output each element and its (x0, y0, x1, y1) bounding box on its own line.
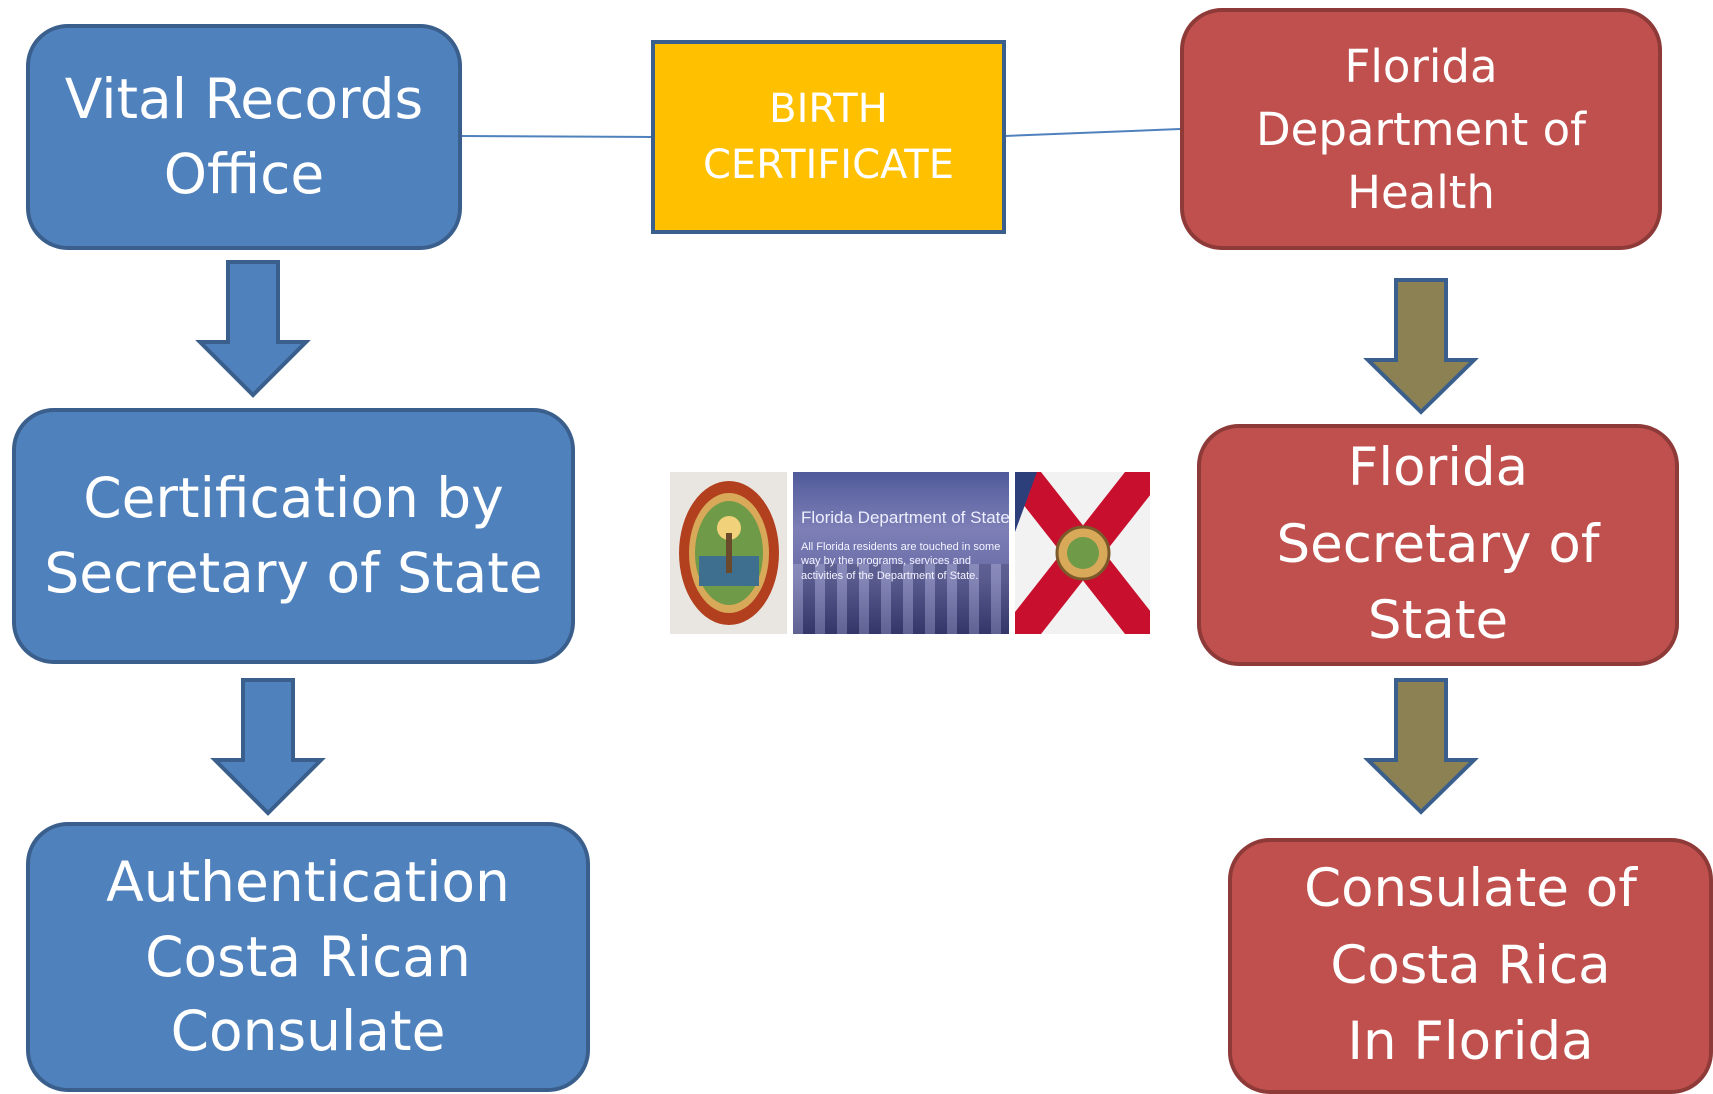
florida-department-of-state-banner: Florida Department of State All Florida … (670, 472, 1150, 634)
consulate-costa-rica-box: Consulate of Costa Rica In Florida (1228, 838, 1713, 1094)
certification-secretary-box: Certification by Secretary of State (12, 408, 575, 664)
florida-department-of-health-label: Florida Department of Health (1256, 39, 1586, 219)
connector-vital-to-certificate (461, 135, 653, 138)
authentication-consulate-label: Authentication Costa Rican Consulate (106, 849, 510, 1064)
certification-secretary-label: Certification by Secretary of State (44, 466, 543, 605)
down-arrow-icon (195, 260, 311, 398)
florida-department-of-health-box: Florida Department of Health (1180, 8, 1662, 250)
connector-certificate-to-health (1004, 128, 1181, 137)
florida-secretary-of-state-box: Florida Secretary of State (1197, 424, 1679, 666)
florida-flag-icon (1015, 472, 1150, 634)
florida-seal-icon (670, 472, 787, 634)
birth-certificate-box: BIRTH CERTIFICATE (651, 40, 1006, 234)
down-arrow-icon (1363, 278, 1479, 415)
vital-records-office-label: Vital Records Office (64, 67, 424, 206)
down-arrow-icon (210, 678, 326, 816)
florida-secretary-of-state-label: Florida Secretary of State (1276, 436, 1600, 652)
authentication-consulate-box: Authentication Costa Rican Consulate (26, 822, 590, 1092)
banner-body-text: All Florida residents are touched in som… (801, 541, 1001, 582)
birth-certificate-label: BIRTH CERTIFICATE (702, 86, 954, 188)
banner-middle-panel: Florida Department of State All Florida … (793, 472, 1010, 634)
down-arrow-icon (1363, 678, 1479, 815)
banner-title: Florida Department of State (801, 508, 1010, 527)
vital-records-office-box: Vital Records Office (26, 24, 462, 250)
consulate-costa-rica-label: Consulate of Costa Rica In Florida (1304, 857, 1637, 1073)
